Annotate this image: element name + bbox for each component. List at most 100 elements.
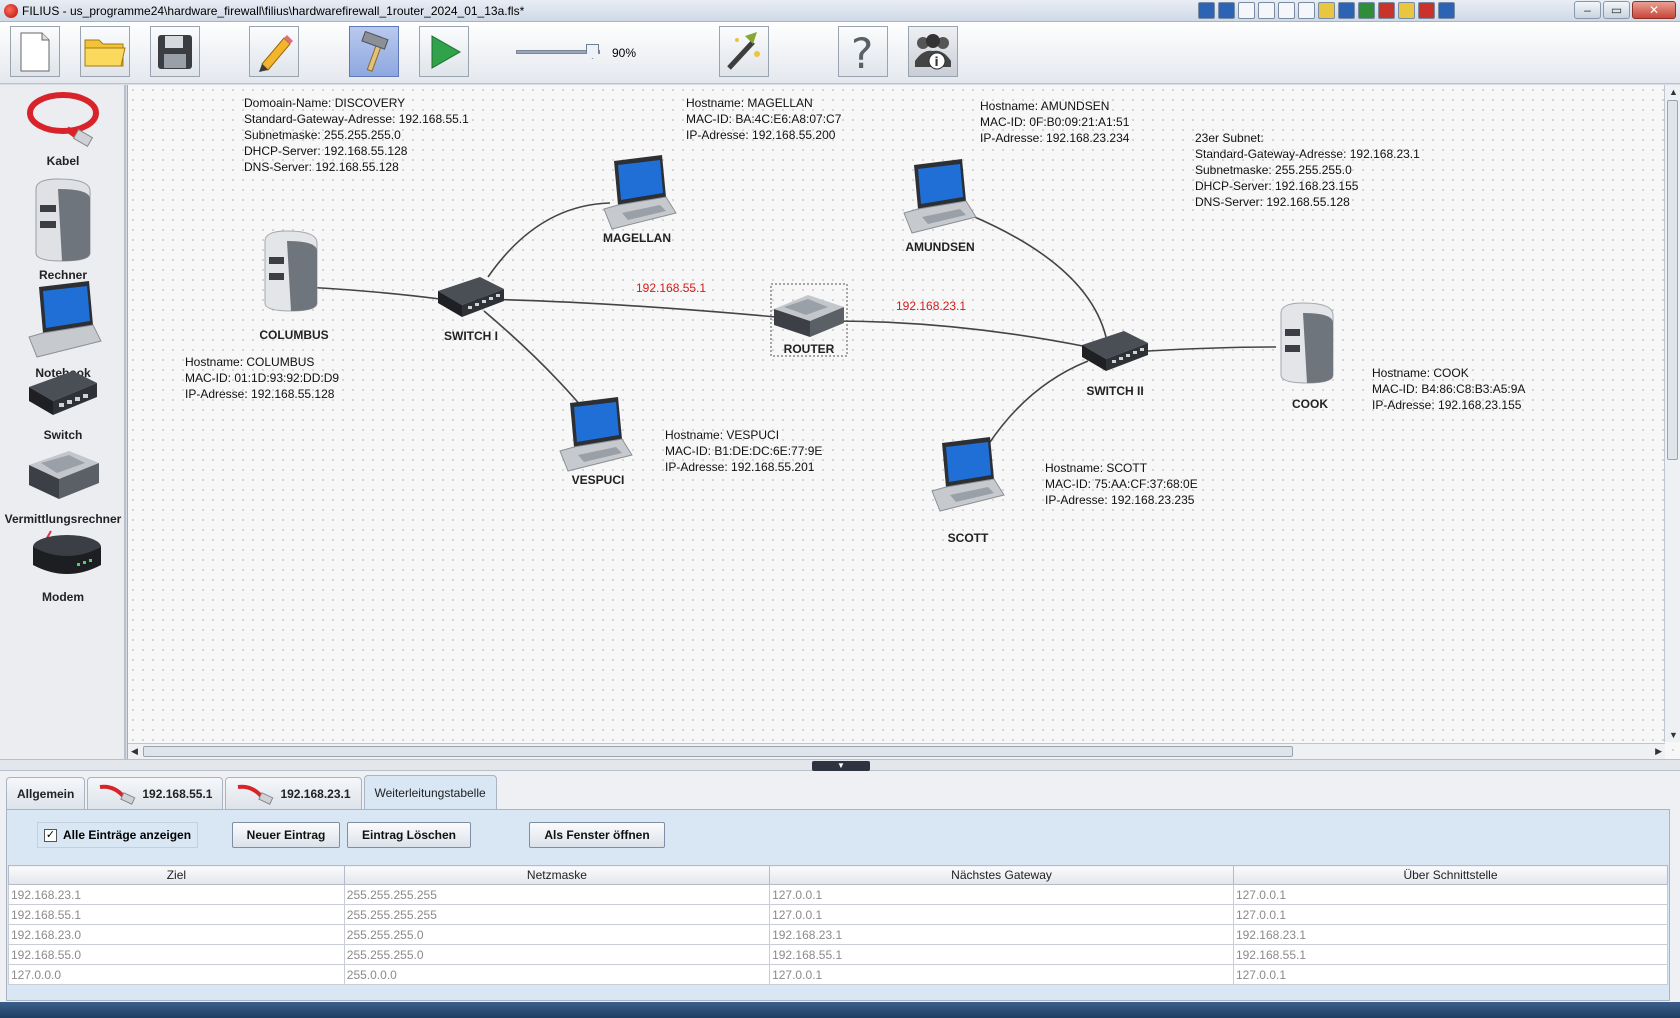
tray-access-icon[interactable] [1378,2,1395,19]
table-row[interactable]: 192.168.55.1 255.255.255.255 127.0.0.1 1… [8,904,1669,925]
tray-key-icon[interactable] [1418,2,1435,19]
wizard-button[interactable] [719,26,769,77]
column-header-ziel[interactable]: Ziel [8,865,345,885]
note-discovery[interactable]: Domoain-Name: DISCOVERY Standard-Gateway… [244,95,469,175]
help-button[interactable]: ? [838,26,888,77]
modem-icon [33,530,101,574]
speed-slider-handle[interactable] [586,44,599,59]
note-line: MAC-ID: BA:4C:E6:A8:07:C7 [686,112,842,126]
node-columbus[interactable]: COLUMBUS [259,230,329,342]
note-line: Hostname: AMUNDSEN [980,99,1110,113]
network-canvas[interactable]: COLUMBUS SWITCH I MAGELLAN VESPUCI ROUTE… [127,85,1680,759]
node-scott[interactable]: SCOTT [931,436,1005,545]
tray-help-icon[interactable] [1218,2,1235,19]
tray-tool-icon[interactable] [1398,2,1415,19]
node-switch1[interactable]: SWITCH I [438,277,504,343]
open-as-window-button[interactable]: Als Fenster öffnen [529,822,665,848]
note-line: IP-Adresse: 192.168.55.201 [665,460,815,474]
cable-switch2-scott[interactable] [987,360,1089,446]
tray-app2-icon[interactable] [1438,2,1455,19]
tab-interface-23[interactable]: 192.168.23.1 [225,777,362,809]
note-scott[interactable]: Hostname: SCOTT MAC-ID: 75:AA:CF:37:68:0… [1045,460,1198,508]
note-vespuci[interactable]: Hostname: VESPUCI MAC-ID: B1:DE:DC:6E:77… [665,427,822,475]
minimize-button[interactable]: – [1574,1,1601,19]
column-header-schnittstelle[interactable]: Über Schnittstelle [1232,865,1669,885]
tray-mail-icon[interactable] [1238,2,1255,19]
close-button[interactable]: ✕ [1632,1,1676,19]
show-all-entries-checkbox[interactable]: ✓ Alle Einträge anzeigen [37,822,199,848]
cable-switch2-cook[interactable] [1147,346,1277,352]
note-magellan[interactable]: Hostname: MAGELLAN MAC-ID: BA:4C:E6:A8:0… [686,95,841,143]
table-row[interactable]: 127.0.0.0 255.0.0.0 127.0.0.1 127.0.0.1 [8,964,1669,985]
svg-text:i: i [935,55,939,69]
node-label-amundsen: AMUNDSEN [905,240,974,254]
tray-calendar-icon[interactable] [1298,2,1315,19]
cable-router-switch2[interactable] [833,320,1089,348]
new-entry-button[interactable]: Neuer Eintrag [232,822,340,848]
palette-item-kabel[interactable]: Kabel [0,89,126,168]
node-amundsen[interactable]: AMUNDSEN [903,158,977,254]
canvas-vertical-scrollbar[interactable]: ▲ ▼ [1664,85,1680,742]
tray-app-icon[interactable] [1198,2,1215,19]
palette-item-rechner[interactable]: Rechner [0,175,126,282]
tray-word-icon[interactable] [1338,2,1355,19]
table-row[interactable]: 192.168.23.0 255.255.255.0 192.168.23.1 … [8,924,1669,945]
open-file-button[interactable] [80,26,130,77]
design-mode-button[interactable] [249,26,299,77]
table-row[interactable]: 192.168.55.0 255.255.255.0 192.168.55.1 … [8,944,1669,965]
panel-splitter[interactable]: ▼ [0,759,1680,771]
os-taskbar[interactable] [0,1002,1680,1018]
tray-notepad-icon[interactable] [1318,2,1335,19]
node-router[interactable]: ROUTER [770,283,848,357]
note-amundsen[interactable]: Hostname: AMUNDSEN MAC-ID: 0F:B0:09:21:A… [980,98,1129,146]
horizontal-scroll-thumb[interactable] [143,746,1293,757]
node-vespuci[interactable]: VESPUCI [559,396,633,487]
note-subnet23[interactable]: 23er Subnet: Standard-Gateway-Adresse: 1… [1195,130,1420,210]
palette-item-modem[interactable]: Modem [0,525,126,604]
router-ip-left-label: 192.168.55.1 [636,281,706,295]
play-simulation-button[interactable] [419,26,469,77]
table-cell: 192.168.23.0 [8,924,345,945]
column-header-netzmaske[interactable]: Netzmaske [343,865,771,885]
routing-table: Ziel Netzmaske Nächstes Gateway Über Sch… [8,865,1669,985]
palette-item-switch[interactable]: Switch [0,363,126,442]
tab-label: 192.168.23.1 [280,786,351,801]
scroll-left-arrow-icon[interactable]: ◀ [131,746,138,756]
server-icon [1280,302,1334,384]
tab-weiterleitungstabelle[interactable]: Weiterleitungstabelle [363,775,497,809]
checkbox-check-icon[interactable]: ✓ [44,828,57,842]
node-magellan[interactable]: MAGELLAN [603,154,677,245]
tab-allgemein[interactable]: Allgemein [6,777,86,809]
vertical-scroll-thumb[interactable] [1667,100,1678,460]
palette-item-vermittlungsrechner[interactable]: Vermittlungsrechner [0,445,126,526]
cable-amundsen-switch2[interactable] [969,214,1107,338]
node-label-switch2: SWITCH II [1086,384,1143,398]
cable-switch1-router[interactable] [471,298,777,318]
note-columbus[interactable]: Hostname: COLUMBUS MAC-ID: 01:1D:93:92:D… [185,354,339,402]
maximize-button[interactable]: ▭ [1603,1,1630,19]
canvas-horizontal-scrollbar[interactable]: ◀ ▶ [128,743,1665,759]
node-switch2[interactable]: SWITCH II [1082,331,1148,398]
tab-interface-55[interactable]: 192.168.55.1 [87,777,224,809]
column-header-gateway[interactable]: Nächstes Gateway [769,865,1234,885]
cable-columbus-switch1[interactable] [303,286,441,300]
cable-switch1-magellan[interactable] [487,202,611,278]
action-mode-button[interactable] [349,26,399,77]
people-info-icon: i [915,33,951,69]
scroll-up-arrow-icon[interactable]: ▲ [1669,87,1678,97]
tray-note-icon[interactable] [1258,2,1275,19]
save-button[interactable] [150,26,200,77]
collapse-panel-handle[interactable]: ▼ [812,761,870,771]
scroll-down-arrow-icon[interactable]: ▼ [1669,730,1678,740]
speed-slider-track[interactable] [516,50,600,54]
new-file-button[interactable] [10,26,60,77]
tray-doc-icon[interactable] [1278,2,1295,19]
delete-entry-button[interactable]: Eintrag Löschen [347,822,471,848]
tray-excel-icon[interactable] [1358,2,1375,19]
switch-icon [1082,331,1148,371]
note-cook[interactable]: Hostname: COOK MAC-ID: B4:86:C8:B3:A5:9A… [1372,365,1525,413]
node-cook[interactable]: COOK [1280,302,1334,411]
table-row[interactable]: 192.168.23.1 255.255.255.255 127.0.0.1 1… [8,884,1669,905]
scroll-right-arrow-icon[interactable]: ▶ [1655,746,1662,756]
about-button[interactable]: i [908,26,958,77]
